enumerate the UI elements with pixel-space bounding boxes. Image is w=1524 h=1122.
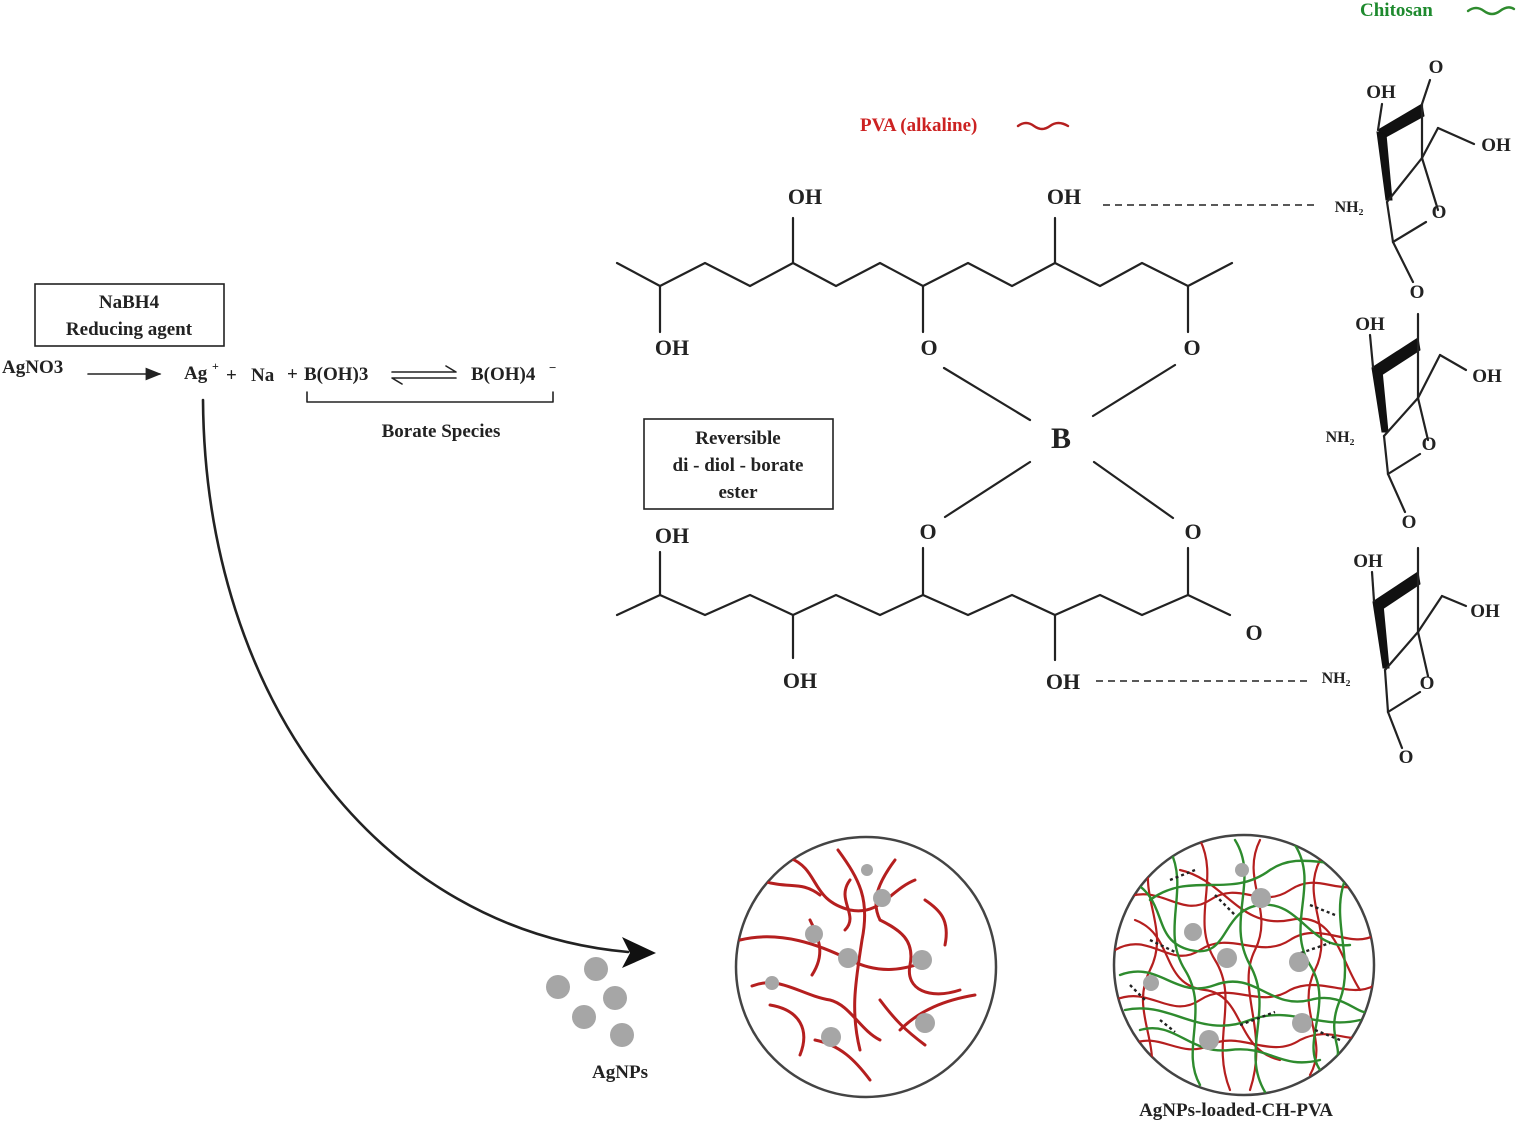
reducing-agent-box: NaBH4 Reducing agent bbox=[34, 283, 225, 347]
chitosan-legend: Chitosan bbox=[1360, 0, 1516, 21]
chitosan2-oh-top: OH bbox=[1355, 314, 1385, 335]
chitosan3-nh2: NH₂ bbox=[1322, 670, 1351, 687]
plus-sign-1: + bbox=[226, 365, 237, 386]
chitosan1-oh-top: OH bbox=[1366, 82, 1396, 103]
top-oh-1: OH bbox=[788, 184, 822, 209]
borate-ion-charge: − bbox=[549, 360, 556, 375]
chitosan-unit-3: OH OH NH₂ O O bbox=[1322, 546, 1500, 768]
chitosan-unit-1: O OH OH NH₂ O O bbox=[1335, 57, 1511, 303]
chitosan3-link-o: O bbox=[1399, 747, 1414, 768]
pva-wave-icon bbox=[1016, 121, 1070, 131]
chitosan3-ring-o: O bbox=[1420, 673, 1435, 694]
boron-atom: B bbox=[1051, 422, 1071, 455]
reduction-curve-arrow bbox=[201, 398, 656, 968]
nanoparticle bbox=[603, 986, 627, 1010]
pva-top-chain: OH OH OH O O bbox=[615, 184, 1234, 360]
nanoparticle bbox=[610, 1023, 634, 1047]
reducing-agent-caption: Reducing agent bbox=[66, 319, 193, 340]
top-oh-2: OH bbox=[1047, 184, 1081, 209]
borate-bracket bbox=[306, 391, 554, 403]
chitosan-legend-label: Chitosan bbox=[1360, 0, 1433, 21]
silver-ion-charge: + bbox=[212, 359, 219, 373]
equilibrium-arrows-icon bbox=[391, 365, 457, 385]
bottom-oh-2: OH bbox=[1046, 669, 1080, 694]
chitosan3-oh-top: OH bbox=[1353, 551, 1383, 572]
pva-legend: PVA (alkaline) bbox=[860, 115, 1070, 136]
chitosan1-oh-side: OH bbox=[1481, 135, 1511, 156]
borate-crosslink: B bbox=[942, 363, 1177, 520]
chitosan1-ring-o: O bbox=[1432, 202, 1447, 223]
bottom-end-o: O bbox=[1245, 620, 1262, 645]
chitosan2-ring-o: O bbox=[1422, 434, 1437, 455]
ester-box-line3: ester bbox=[718, 482, 758, 503]
pva-legend-label: PVA (alkaline) bbox=[860, 115, 977, 136]
borate-species-label: Borate Species bbox=[382, 421, 501, 442]
composite-circle: AgNPs-loaded-CH-PVA bbox=[1112, 833, 1376, 1121]
arrowhead-icon bbox=[622, 937, 656, 968]
ester-box: Reversible di - diol - borate ester bbox=[643, 418, 834, 510]
chitosan2-oh-side: OH bbox=[1472, 366, 1502, 387]
reactant-agno3: AgNO3 bbox=[2, 357, 63, 378]
agnps-label: AgNPs bbox=[592, 1062, 648, 1083]
ester-box-line2: di - diol - borate bbox=[673, 455, 804, 476]
chitosan-unit-2: OH OH NH₂ O O bbox=[1326, 312, 1502, 533]
chitosan1-nh2: NH₂ bbox=[1335, 199, 1364, 216]
nanoparticle bbox=[584, 957, 608, 981]
chitosan-wave-icon bbox=[1466, 6, 1516, 16]
bottom-oh-1: OH bbox=[783, 668, 817, 693]
bottom-ester-o-1: O bbox=[919, 519, 936, 544]
reducing-agent-name: NaBH4 bbox=[99, 292, 160, 313]
agnps-cluster: AgNPs bbox=[546, 957, 648, 1083]
silver-ion: Ag bbox=[184, 363, 208, 384]
chitosan1-top-o: O bbox=[1429, 57, 1444, 78]
plus-sign-2: + bbox=[287, 364, 298, 385]
chitosan2-link-o: O bbox=[1402, 512, 1417, 533]
borate-ion: B(OH)4 bbox=[471, 364, 536, 385]
ester-box-line1: Reversible bbox=[695, 428, 780, 449]
bottom-ester-o-2: O bbox=[1184, 519, 1201, 544]
sodium: Na bbox=[251, 365, 275, 386]
nanoparticle bbox=[546, 975, 570, 999]
top-ester-o-2: O bbox=[1183, 335, 1200, 360]
pva-agnps-circle bbox=[734, 835, 998, 1099]
chitosan3-oh-side: OH bbox=[1470, 601, 1500, 622]
boric-acid: B(OH)3 bbox=[304, 364, 368, 385]
top-left-oh: OH bbox=[655, 335, 689, 360]
reaction-equation: AgNO3 Ag + + Na + B(OH)3 B(OH)4 − Borate… bbox=[2, 357, 556, 442]
composite-label: AgNPs-loaded-CH-PVA bbox=[1139, 1100, 1333, 1121]
bottom-oh-top: OH bbox=[655, 523, 689, 548]
top-ester-o-1: O bbox=[920, 335, 937, 360]
pva-bottom-chain: OH OH OH O O O bbox=[615, 519, 1263, 694]
chitosan1-link-o: O bbox=[1410, 282, 1425, 303]
nanoparticle bbox=[572, 1005, 596, 1029]
chitosan2-nh2: NH₂ bbox=[1326, 429, 1355, 446]
